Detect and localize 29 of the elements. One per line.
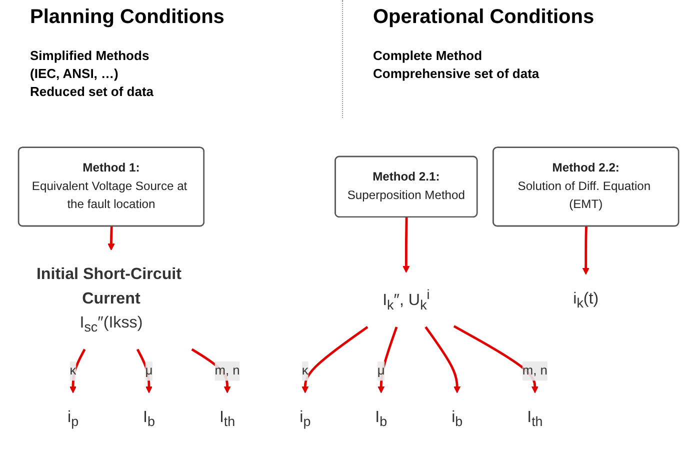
arrow xyxy=(302,326,368,394)
edge-label: μ xyxy=(145,364,153,378)
note-text: (IEC, ANSI, …) xyxy=(30,66,118,81)
node-text: I$_{th}$ xyxy=(219,408,236,430)
node-text: i$_{b}$ xyxy=(452,408,463,430)
arrow xyxy=(402,217,410,273)
edge-label: m, n xyxy=(522,364,548,378)
edge-label: κ xyxy=(70,364,76,378)
note-text: Complete Method xyxy=(373,48,482,63)
note-text: Simplified Methods xyxy=(30,48,150,63)
arrow xyxy=(582,226,590,275)
arrow xyxy=(108,226,115,250)
column-heading: Operational Conditions xyxy=(373,6,594,29)
edge-label: m, n xyxy=(214,364,240,378)
column-heading: Planning Conditions xyxy=(30,6,224,29)
node-text: I$_{th}$ xyxy=(527,408,543,430)
node-text: i$_{p}$ xyxy=(67,408,79,430)
edge-label: κ xyxy=(302,364,308,378)
node-text: I$_{b}$ xyxy=(375,408,388,430)
node-text: i$_{p}$ xyxy=(300,408,311,430)
arrow xyxy=(424,326,461,394)
note-text: Comprehensive set of data xyxy=(373,66,540,81)
arrow xyxy=(136,348,153,394)
node-text: i$_{k}$(t) xyxy=(573,290,599,311)
node-text: I$_{b}$ xyxy=(143,408,155,430)
note-text: Reduced set of data xyxy=(30,84,154,99)
arrow xyxy=(69,348,86,394)
node-text: Initial Short-Circuit Current I$_{sc}$″(Ikss) xyxy=(36,265,182,335)
edge-label: μ xyxy=(377,364,385,378)
